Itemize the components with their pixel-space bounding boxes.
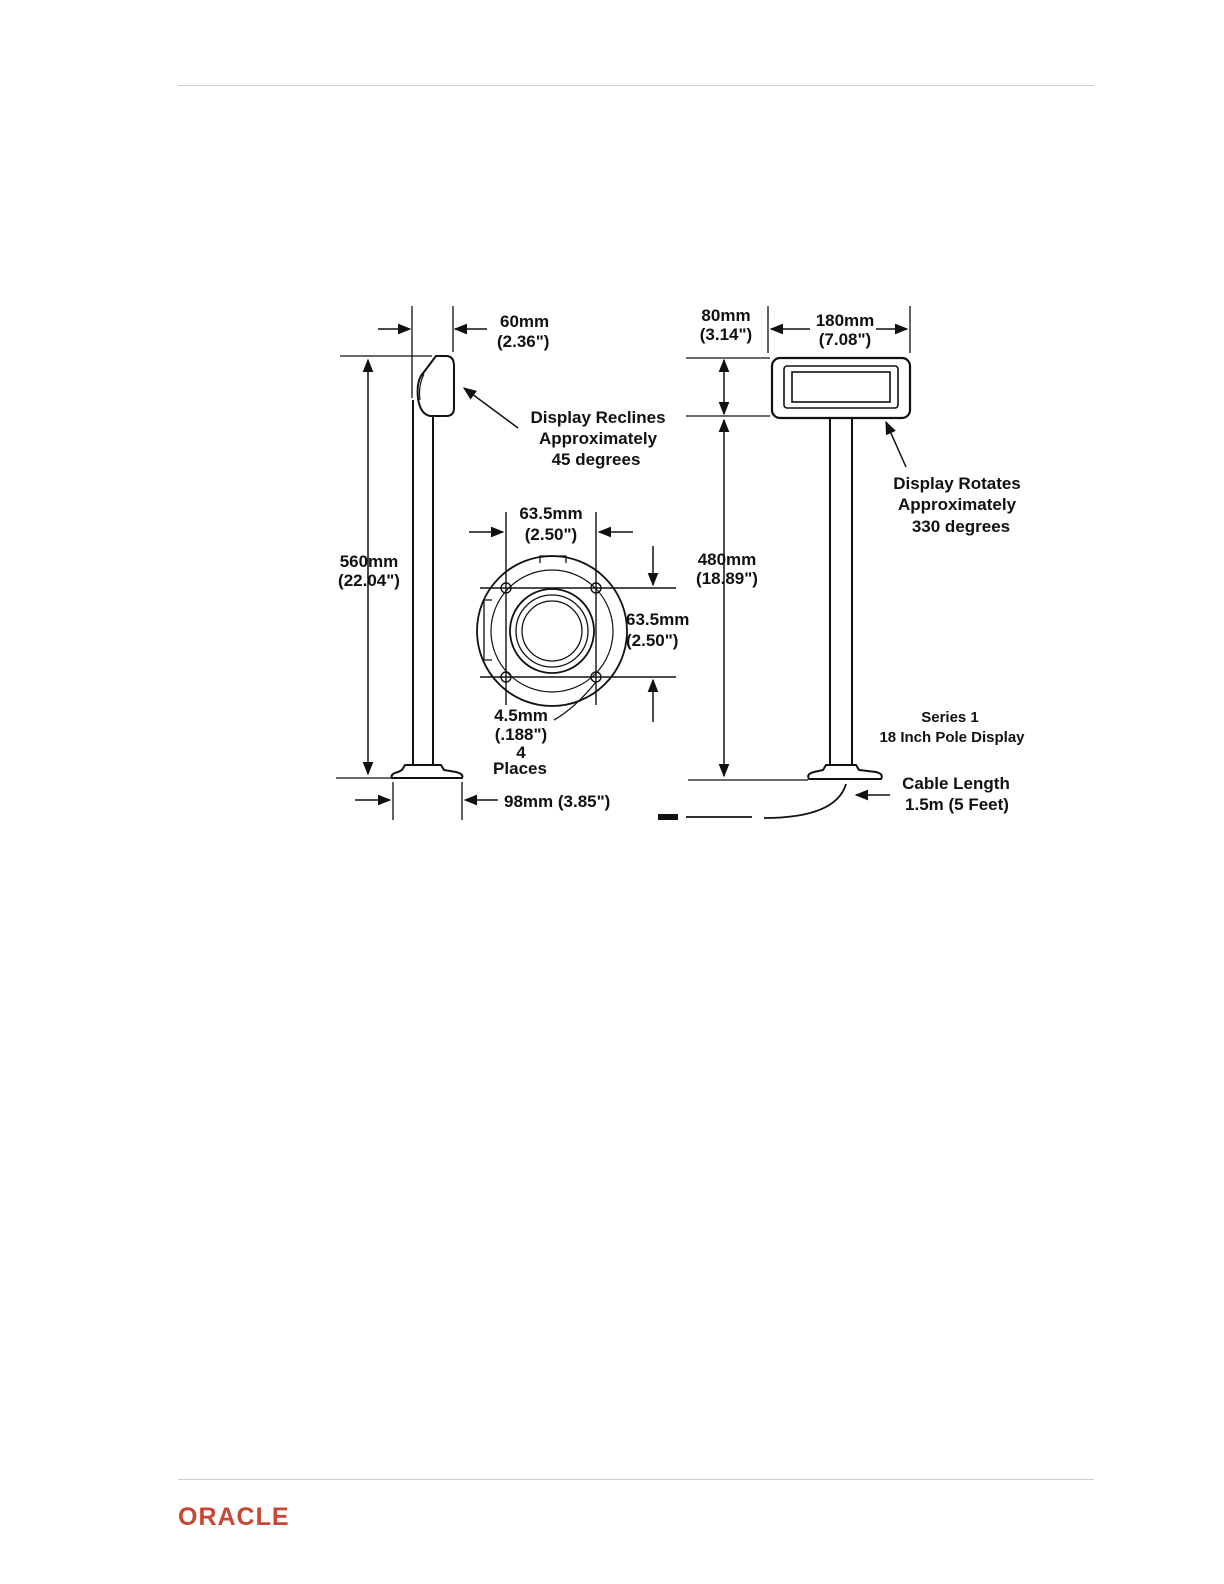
cable <box>764 784 846 818</box>
recline-note-line-2: Approximately <box>539 429 658 448</box>
recline-note-line-1: Display Reclines <box>530 408 665 427</box>
pole-height-mm: 480mm <box>698 550 757 569</box>
oracle-logo: ORACLE <box>178 1502 290 1532</box>
total-height-mm: 560mm <box>340 552 399 571</box>
cable-note-line-1: Cable Length <box>902 774 1010 793</box>
side-display-head <box>418 356 454 416</box>
hole-spacing-v-in: (2.50") <box>626 631 678 650</box>
hole-note-line-2: (.188") <box>495 725 547 744</box>
base-outer-circle <box>477 556 627 706</box>
footer-rule <box>178 1479 1094 1480</box>
side-width-mm: 60mm <box>500 312 549 331</box>
side-base <box>392 765 463 778</box>
pole-height-in: (18.89") <box>696 569 758 588</box>
rotate-note-line-2: Approximately <box>898 495 1017 514</box>
rotate-note-line-3: 330 degrees <box>912 517 1010 536</box>
cable-note-line-2: 1.5m (5 Feet) <box>905 795 1009 814</box>
hole-spacing-v-mm: 63.5mm <box>626 610 689 629</box>
display-width-in: (7.08") <box>819 330 871 349</box>
display-height-mm: 80mm <box>701 306 750 325</box>
hole-spacing-h-in: (2.50") <box>525 525 577 544</box>
display-width-mm: 180mm <box>816 311 875 330</box>
recline-note-line-3: 45 degrees <box>552 450 641 469</box>
side-width-in: (2.36") <box>497 332 549 351</box>
display-height-in: (3.14") <box>700 325 752 344</box>
rotate-note-line-1: Display Rotates <box>893 474 1021 493</box>
series-note-line-2: 18 Inch Pole Display <box>879 729 1025 746</box>
hole-note-line-1: 4.5mm <box>494 706 548 725</box>
series-note-line-1: Series 1 <box>921 709 979 726</box>
front-base <box>808 765 882 779</box>
front-view <box>658 306 910 820</box>
hole-spacing-h-mm: 63.5mm <box>519 504 582 523</box>
base-width-label: 98mm (3.85") <box>504 792 610 811</box>
cable-plug <box>658 814 678 820</box>
total-height-in: (22.04") <box>338 571 400 590</box>
hole-note-line-4: Places <box>493 759 547 778</box>
